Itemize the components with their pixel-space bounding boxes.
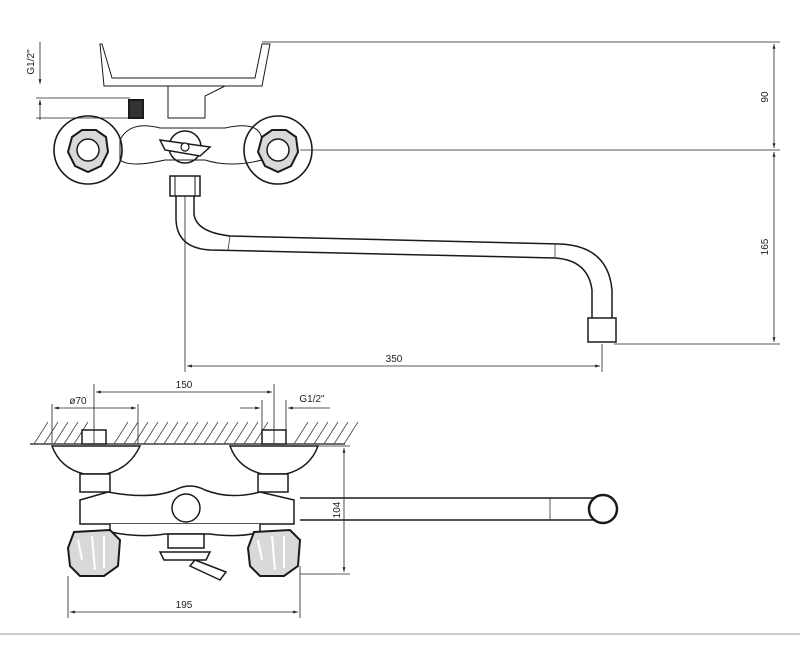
left-knob-center xyxy=(76,138,100,162)
dim-90-label: 90 xyxy=(760,91,771,103)
left-nut xyxy=(79,473,111,493)
spout-pipe xyxy=(193,196,613,318)
hatch-line xyxy=(343,421,359,445)
right-knob-plan-detail xyxy=(257,535,285,571)
plan-view: 150 ø70 G1/2" 104 195 xyxy=(30,380,619,618)
hatch-line xyxy=(153,421,169,445)
left-knob-plan-detail xyxy=(77,535,105,571)
top-lever-handle xyxy=(99,43,271,87)
hatch-line xyxy=(63,421,79,445)
right-knob-center xyxy=(266,138,290,162)
hatch-line xyxy=(233,421,249,445)
hatch-line xyxy=(143,421,159,445)
hatch-line xyxy=(313,421,329,445)
hatch-line xyxy=(253,421,269,445)
hatch-line xyxy=(293,421,309,445)
hatch-line xyxy=(193,421,209,445)
dim-104-label: 104 xyxy=(332,501,343,518)
right-nut xyxy=(257,473,289,493)
diverter-pin xyxy=(180,142,190,152)
spout-joint xyxy=(171,493,201,523)
center-lever-plan xyxy=(158,551,228,581)
dim-350-label: 350 xyxy=(386,354,403,365)
hatch-line xyxy=(163,421,179,445)
dim-195-label: 195 xyxy=(176,600,193,611)
hatch-line xyxy=(73,421,89,445)
wall-hatch xyxy=(30,421,359,445)
dim-150-label: 150 xyxy=(176,380,193,391)
spout-end-icon xyxy=(587,493,619,525)
hatch-line xyxy=(213,421,229,445)
hatch-line xyxy=(123,421,139,445)
left-flange xyxy=(53,115,123,185)
hatch-line xyxy=(133,421,149,445)
diverter-block xyxy=(128,99,144,119)
hatch-line xyxy=(243,421,259,445)
front-elevation-view: 90 165 G1/2" 350 xyxy=(26,41,780,372)
right-flange-plan xyxy=(228,445,320,475)
hatch-line xyxy=(173,421,189,445)
dim-165-label: 165 xyxy=(760,238,771,255)
lever-neck xyxy=(167,85,226,119)
flange-diameter-label: ø70 xyxy=(69,396,87,407)
hatch-line xyxy=(323,421,339,445)
hatch-line xyxy=(33,421,49,445)
bottom-thread-label: G1/2" xyxy=(299,394,325,405)
hatch-line xyxy=(43,421,59,445)
hatch-line xyxy=(333,421,349,445)
spout-pipe xyxy=(175,196,593,318)
left-flange-plan xyxy=(50,445,142,475)
hatch-line xyxy=(53,421,69,445)
hatch-line xyxy=(303,421,319,445)
hatch-line xyxy=(183,421,199,445)
hatch-line xyxy=(223,421,239,445)
aerator xyxy=(587,317,617,343)
center-stem xyxy=(167,533,205,549)
top-thread-label: G1/2" xyxy=(26,49,37,75)
hatch-line xyxy=(203,421,219,445)
hatch-line xyxy=(113,421,129,445)
